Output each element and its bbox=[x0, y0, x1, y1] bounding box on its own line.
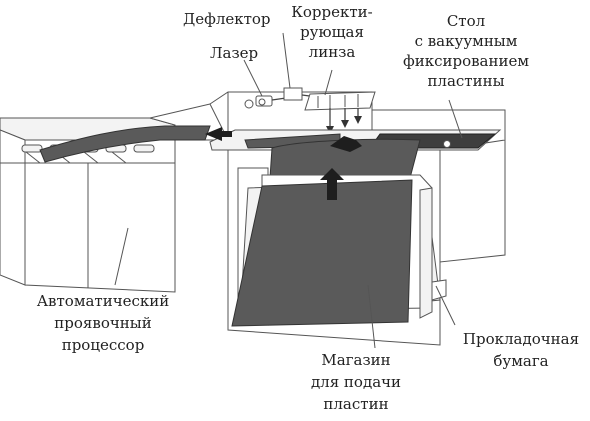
label-interleaf-2: бумага bbox=[493, 352, 548, 370]
label-table-4: пластины bbox=[427, 72, 504, 90]
label-deflector: Дефлектор bbox=[183, 10, 271, 28]
plate-magazine bbox=[231, 167, 447, 327]
arrow-up-icon bbox=[320, 168, 344, 200]
label-lens-1: Корректи- bbox=[291, 3, 372, 21]
label-processor-3: процессор bbox=[62, 336, 145, 354]
label-magazine-2: для подачи bbox=[311, 373, 401, 391]
label-table-1: Стол bbox=[447, 12, 485, 30]
label-laser: Лазер bbox=[210, 44, 258, 62]
correcting-lens bbox=[304, 91, 376, 111]
label-interleaf-1: Прокладочная bbox=[463, 330, 579, 348]
label-lens-3: линза bbox=[309, 43, 356, 61]
automatic-processor bbox=[0, 103, 229, 293]
imaging-unit bbox=[209, 87, 376, 141]
arrow-to-processor-icon bbox=[205, 127, 232, 141]
leader-lines bbox=[114, 32, 463, 349]
arrow-to-table-icon bbox=[330, 136, 362, 152]
plate-transfer bbox=[269, 138, 421, 179]
label-table-2: с вакуумным bbox=[415, 32, 518, 50]
label-lens-2: рующая bbox=[300, 23, 364, 41]
label-magazine-3: пластин bbox=[323, 395, 388, 413]
label-table-3: фиксированием bbox=[403, 52, 529, 70]
label-processor-1: Автоматический bbox=[37, 292, 170, 310]
label-magazine-1: Магазин bbox=[321, 351, 390, 369]
laser-beams bbox=[326, 108, 362, 134]
flow-arrows bbox=[205, 127, 362, 200]
label-processor-2: проявочный bbox=[54, 314, 151, 332]
